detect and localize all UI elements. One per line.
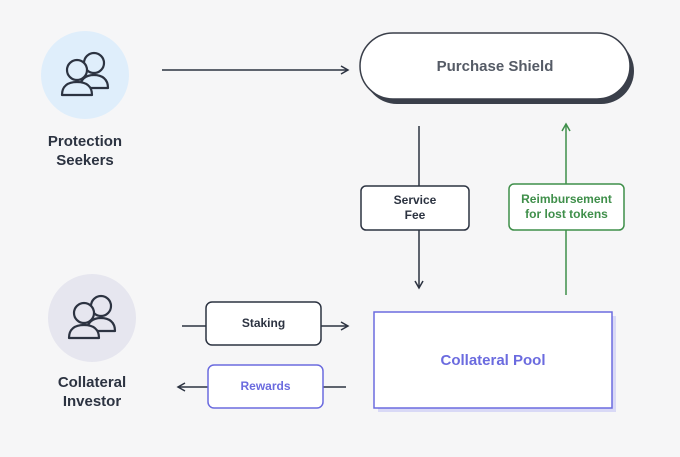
users-icon <box>60 51 110 97</box>
reimbursement-line2: for lost tokens <box>525 207 608 221</box>
users-icon <box>67 294 117 340</box>
rewards-tag <box>207 364 324 409</box>
service-fee-line1: Service <box>393 193 437 207</box>
collateral-investor-avatar <box>48 274 136 362</box>
service-fee-tag <box>360 185 470 231</box>
rewards-label: Rewards <box>240 379 291 393</box>
collateral-investor-line1: Collateral <box>57 374 127 391</box>
purchase-shield-node <box>359 32 634 104</box>
service-fee-line2: Fee <box>404 208 426 222</box>
protection-seekers-line2: Seekers <box>56 152 114 169</box>
protection-seekers-avatar <box>41 31 129 119</box>
reimbursement-label: Reimbursement for lost tokens <box>509 192 624 222</box>
collateral-pool-node <box>373 311 616 412</box>
staking-tag <box>205 301 322 346</box>
protection-seekers-label: Protection Seekers <box>35 132 135 170</box>
staking-label: Staking <box>241 316 286 330</box>
reimbursement-tag <box>508 183 625 231</box>
collateral-investor-label: Collateral Investor <box>42 373 142 411</box>
service-fee-label: Service Fee <box>361 193 469 223</box>
collateral-investor-line2: Investor <box>62 393 122 410</box>
reimbursement-line1: Reimbursement <box>521 192 612 206</box>
collateral-pool-label: Collateral Pool <box>440 351 546 369</box>
purchase-shield-label: Purchase Shield <box>436 57 554 75</box>
protection-seekers-line1: Protection <box>47 133 123 150</box>
